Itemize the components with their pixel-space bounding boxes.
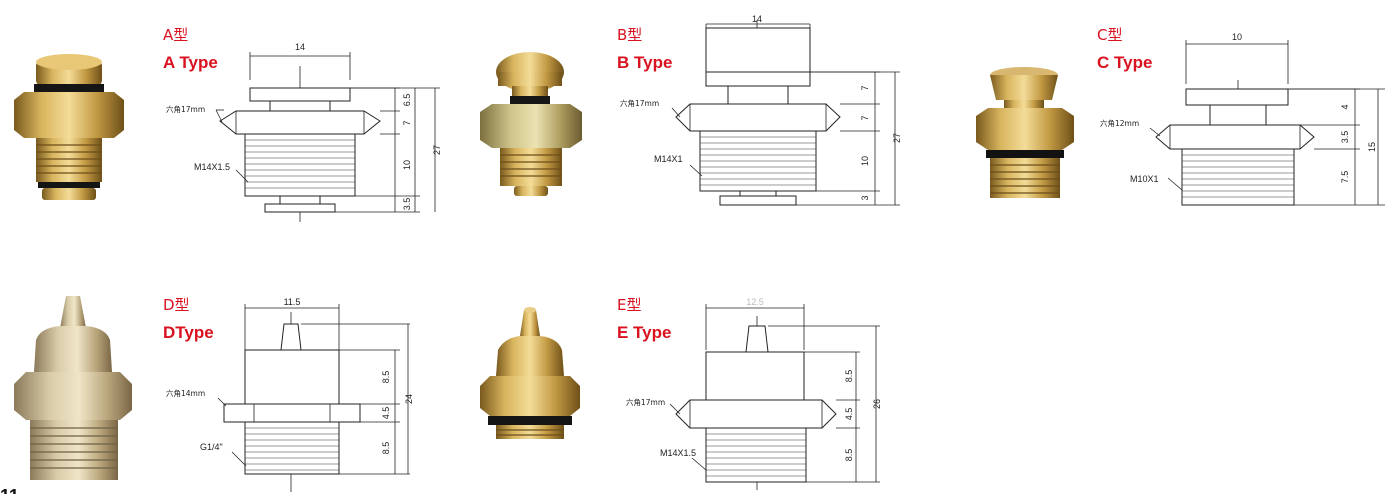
type-c-title-cn: C型 — [1097, 26, 1122, 44]
b-dim-2: 7 — [860, 115, 870, 120]
e-dim-2: 4.5 — [844, 408, 854, 421]
b-dim-4: 3 — [860, 195, 870, 200]
e-width-dim: 12.5 — [746, 297, 764, 307]
type-c-title-en: C Type — [1097, 53, 1152, 72]
e-hex-label: 六角17mm — [626, 397, 665, 407]
b-hex-label: 六角17mm — [620, 98, 659, 108]
d-hex-label: 六角14mm — [166, 388, 205, 398]
photo-b-fitting — [480, 52, 582, 196]
page-number: 11 — [0, 486, 19, 494]
d-dim-2: 4.5 — [381, 407, 391, 420]
b-thread-label: M14X1 — [654, 154, 683, 164]
type-d-title-en: DType — [163, 323, 214, 342]
type-e-title-en: E Type — [617, 323, 671, 342]
d-dim-3: 8.5 — [381, 442, 391, 455]
e-thread-label: M14X1.5 — [660, 448, 696, 458]
type-b-title-cn: B型 — [617, 26, 642, 44]
a-dim-2: 7 — [402, 120, 412, 125]
type-b-title-en: B Type — [617, 53, 672, 72]
drawing-e — [669, 304, 880, 490]
photo-c-fitting — [976, 67, 1074, 198]
photo-e-fitting — [480, 307, 580, 439]
photo-a-fitting — [14, 54, 124, 200]
c-dim-3: 7.5 — [1340, 171, 1350, 184]
c-dim-2: 3.5 — [1340, 131, 1350, 144]
c-total-dim: 15 — [1367, 142, 1377, 152]
drawing-a — [215, 52, 440, 222]
a-width-dim: 14 — [295, 42, 305, 52]
e-total-dim: 26 — [872, 399, 882, 409]
a-dim-3: 10 — [402, 160, 412, 170]
c-dim-1: 4 — [1340, 104, 1350, 109]
drawing-d — [217, 304, 410, 492]
type-e-title-cn: E型 — [617, 296, 641, 314]
c-thread-label: M10X1 — [1130, 174, 1159, 184]
b-total-dim: 27 — [892, 133, 902, 143]
e-dim-3: 8.5 — [844, 449, 854, 462]
d-dim-1: 8.5 — [381, 371, 391, 384]
a-dim-4: 3.5 — [402, 198, 412, 211]
a-total-dim: 27 — [432, 145, 442, 155]
type-a-title-cn: A型 — [163, 26, 188, 44]
d-thread-label: G1/4" — [200, 442, 223, 452]
a-hex-label: 六角17mm — [166, 104, 205, 114]
drawing-c — [1149, 40, 1385, 206]
a-thread-label: M14X1.5 — [194, 162, 230, 172]
c-width-dim: 10 — [1232, 32, 1242, 42]
e-dim-1: 8.5 — [844, 370, 854, 383]
drawing-b — [671, 20, 900, 206]
d-total-dim: 24 — [404, 394, 414, 404]
b-dim-3: 10 — [860, 156, 870, 166]
type-d-title-cn: D型 — [163, 296, 190, 314]
b-dim-1: 7 — [860, 85, 870, 90]
type-a-title-en: A Type — [163, 53, 218, 72]
photo-d-fitting — [14, 296, 132, 480]
d-width-dim: 11.5 — [284, 297, 301, 307]
b-width-dim: 14 — [752, 14, 762, 24]
a-dim-1: 6.5 — [402, 94, 412, 107]
c-hex-label: 六角12mm — [1100, 118, 1139, 128]
